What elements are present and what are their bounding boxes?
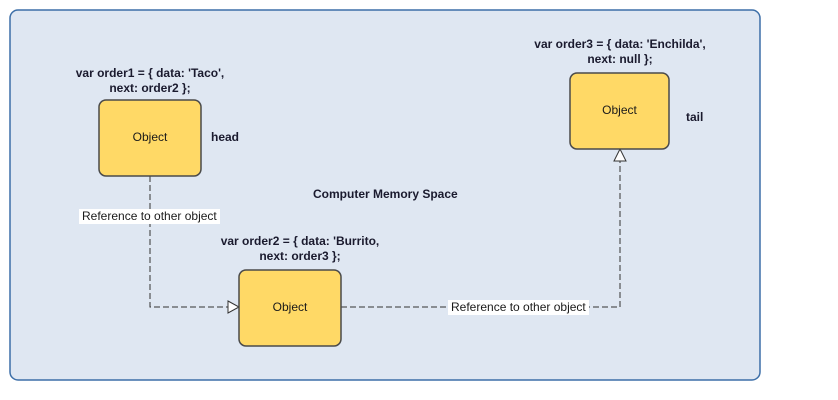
code-label-order2: var order2 = { data: 'Burrito, next: ord… [205, 234, 395, 264]
node-order1-label: Object [132, 130, 168, 144]
tail-label: tail [686, 110, 704, 124]
code-line2-order1: next: order2 }; [109, 81, 191, 95]
edge-label-order1-to-order2: Reference to other object [79, 209, 220, 224]
arrowhead-order3 [613, 147, 627, 162]
memory-space-title: Computer Memory Space [313, 187, 458, 201]
arrowhead-order2 [227, 300, 241, 314]
code-line2-order2: next: order3 }; [259, 249, 341, 263]
node-order2-box[interactable] [238, 269, 342, 347]
code-line1-order2: var order2 = { data: 'Burrito, [220, 234, 380, 248]
code-line2-order3: next: null }; [587, 52, 653, 66]
code-line1-order3: var order3 = { data: 'Enchilda', [534, 37, 706, 51]
node-order3-box[interactable] [569, 72, 670, 150]
code-label-order1: var order1 = { data: 'Taco', next: order… [70, 66, 230, 96]
edge-order1-to-order2 [149, 176, 228, 308]
code-label-order3: var order3 = { data: 'Enchilda', next: n… [520, 37, 720, 67]
head-label: head [211, 130, 240, 144]
edge-label-order2-to-order3: Reference to other object [448, 300, 589, 315]
node-order3-label: Object [602, 103, 637, 117]
code-line1-order1: var order1 = { data: 'Taco', [75, 66, 225, 80]
node-order1-box[interactable] [98, 99, 202, 177]
node-order2-label: Object [272, 300, 308, 314]
edge-order2-to-order3 [341, 161, 621, 308]
